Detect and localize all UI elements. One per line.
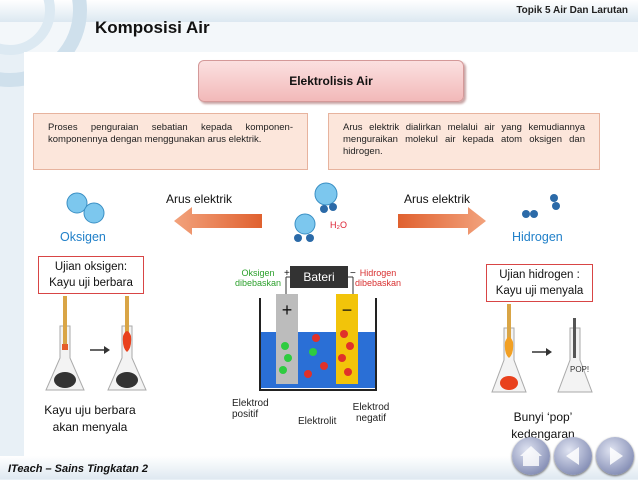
cathode-label: Elektrod negatif [352, 402, 390, 424]
electrolyte-label: Elektrolit [298, 416, 337, 427]
current-label-left: Arus elektrik [166, 192, 233, 206]
anode-label: Elektrod positif [232, 398, 269, 420]
oxygen-test-illustration [45, 296, 147, 391]
hydrogen-label: Hidrogen [512, 230, 563, 244]
hydrogen-test-illustration: POP! [491, 304, 593, 393]
hydrogen-molecule-icon [522, 194, 560, 218]
pop-text: POP! [570, 365, 589, 374]
hydrogen-test-box: Ujian hidrogen : Kayu uji menyala [486, 264, 593, 302]
definition-box: Proses penguraian sebatian kepada kompon… [33, 113, 308, 170]
oxygen-molecule-icon [66, 192, 105, 224]
electrolysis-apparatus: Bateri + − + − [259, 266, 377, 391]
footer-bar [0, 456, 638, 479]
hydrogen-released-label: Hidrogen dibebaskan [354, 268, 402, 288]
title-band [0, 22, 638, 52]
page-title: Komposisi Air [95, 18, 210, 37]
next-button[interactable] [596, 437, 634, 475]
back-button[interactable] [554, 437, 592, 475]
topic-label: Topik 5 Air Dan Larutan [516, 5, 628, 16]
home-icon [520, 446, 542, 466]
svg-text:−: − [342, 300, 353, 320]
current-label-right: Arus elektrik [404, 192, 471, 206]
arrow-left-icon [174, 207, 262, 235]
footer-text: ITeach – Sains Tingkatan 2 [8, 463, 148, 475]
minus-sign: − [350, 268, 356, 279]
oxygen-result: Kayu uju berbara akan menyala [44, 403, 136, 434]
back-icon [566, 447, 579, 465]
svg-text:+: + [282, 300, 293, 320]
oxygen-released-label: Oksigen dibebaskan [235, 268, 282, 288]
section-banner: Elektrolisis Air [198, 60, 464, 102]
home-button[interactable] [512, 437, 550, 475]
description-box: Arus elektrik dialirkan melalui air yang… [328, 113, 600, 170]
banner-label: Elektrolisis Air [289, 74, 373, 88]
oxygen-label: Oksigen [60, 230, 106, 244]
arrow-right-icon [398, 207, 486, 235]
water-molecules-icon [294, 182, 338, 242]
next-icon [610, 447, 623, 465]
oxygen-test-box: Ujian oksigen: Kayu uji berbara [38, 256, 144, 294]
corner-decoration [0, 0, 87, 87]
plus-sign: + [284, 268, 290, 279]
top-bar [0, 0, 638, 22]
water-formula: H₂O [330, 220, 347, 230]
battery-label: Bateri [303, 270, 334, 284]
